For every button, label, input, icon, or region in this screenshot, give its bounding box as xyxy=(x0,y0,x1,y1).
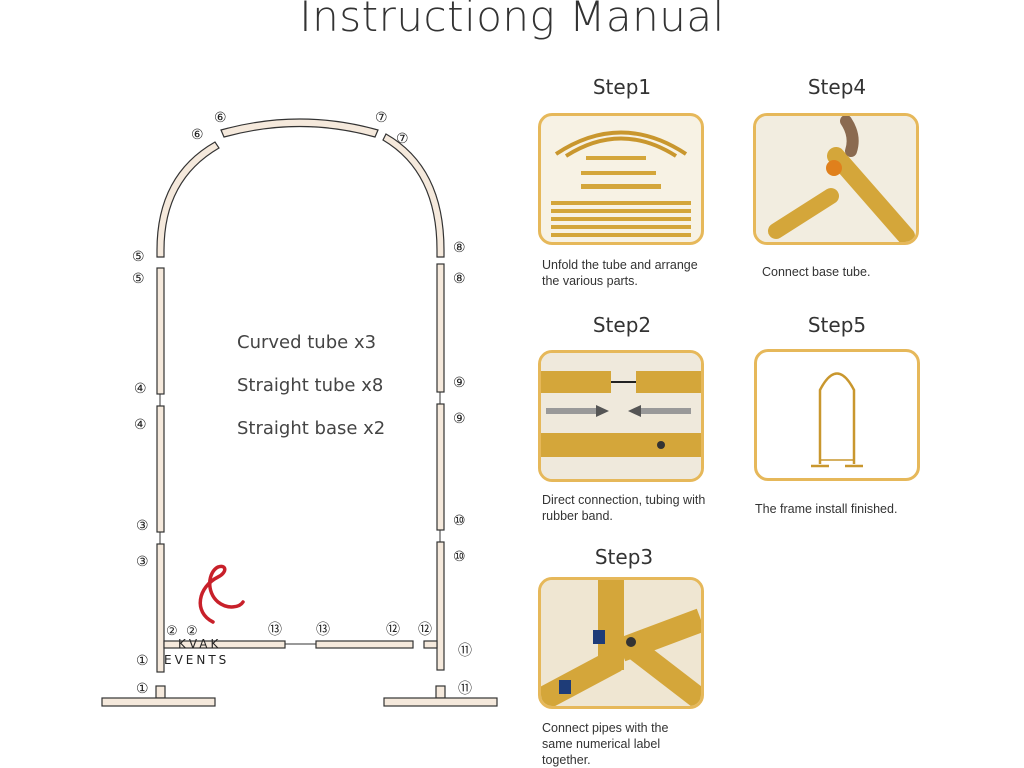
marker-9a: ⑨ xyxy=(453,374,466,390)
marker-1b: ① xyxy=(136,680,149,696)
marker-8b: ⑧ xyxy=(453,270,466,286)
step4-photo xyxy=(753,113,919,245)
straight-tube-l3 xyxy=(156,543,165,673)
curved-tube-right xyxy=(382,133,445,258)
tube-parts-icon xyxy=(551,130,691,237)
marker-6b: ⑥ xyxy=(214,109,227,125)
marker-3b: ③ xyxy=(136,553,149,569)
step2-label: Step2 xyxy=(592,313,652,337)
marker-10b: ⑩ xyxy=(453,548,466,564)
marker-11a: ⑪ xyxy=(458,642,472,658)
finished-arch-icon xyxy=(811,372,863,468)
marker-4a: ④ xyxy=(134,380,147,396)
step5-photo xyxy=(754,349,920,481)
step5-label: Step5 xyxy=(807,313,867,337)
marker-2b: ② xyxy=(186,623,198,638)
legend-curved: Curved tube x3 xyxy=(237,332,377,353)
base-left-stem xyxy=(155,685,166,699)
base-tube-connect-icon xyxy=(756,116,916,242)
legend-base: Straight base x2 xyxy=(237,418,386,439)
marker-7a: ⑦ xyxy=(375,109,388,125)
step3-label: Step3 xyxy=(594,545,654,569)
marker-2a: ② xyxy=(166,623,178,638)
curved-tube-left xyxy=(156,141,220,258)
step4-caption: Connect base tube. xyxy=(762,265,871,279)
marker-3a: ③ xyxy=(136,517,149,533)
straight-tube-l1 xyxy=(156,267,165,395)
marker-4b: ④ xyxy=(134,416,147,432)
marker-8a: ⑧ xyxy=(453,239,466,255)
marker-1a: ① xyxy=(136,652,149,668)
base-left xyxy=(101,697,216,707)
brand-logo-icon xyxy=(198,564,245,624)
marker-13a: ⑬ xyxy=(268,621,282,637)
step1-caption: Unfold the tube and arrange the various … xyxy=(542,258,698,288)
marker-7b: ⑦ xyxy=(396,130,409,146)
straight-tube-l2 xyxy=(156,405,165,533)
curved-tube-top xyxy=(220,118,379,138)
tube-join-icon xyxy=(541,353,701,479)
step5-caption: The frame install finished. xyxy=(755,502,898,516)
step2-caption: Direct connection, tubing with rubber ba… xyxy=(542,493,706,523)
numbered-joint-icon xyxy=(541,580,701,706)
legend-straight: Straight tube x8 xyxy=(237,375,384,396)
brand-line2: EVENTS xyxy=(164,653,230,667)
step3-caption: Connect pipes with the same numerical la… xyxy=(542,721,669,767)
straight-tube-r2 xyxy=(436,403,445,531)
step1-photo xyxy=(538,113,704,245)
bottom-tube-3 xyxy=(423,640,438,649)
marker-9b: ⑨ xyxy=(453,410,466,426)
step1-label: Step1 xyxy=(592,75,652,99)
base-right-stem xyxy=(435,685,446,699)
straight-tube-r1 xyxy=(436,263,445,393)
marker-5a: ⑤ xyxy=(132,248,145,264)
marker-13b: ⑬ xyxy=(316,621,330,637)
marker-12b: ⑫ xyxy=(418,621,432,637)
step4-label: Step4 xyxy=(807,75,867,99)
straight-tube-r3 xyxy=(436,541,445,671)
marker-11b: ⑪ xyxy=(458,680,472,696)
brand-line1: KVAK xyxy=(178,637,222,651)
base-right xyxy=(383,697,498,707)
marker-5b: ⑤ xyxy=(132,270,145,286)
marker-10a: ⑩ xyxy=(453,512,466,528)
step2-photo xyxy=(538,350,704,482)
bottom-tube-2 xyxy=(315,640,414,649)
page-title: Instructiong Manual xyxy=(299,0,725,41)
marker-12a: ⑫ xyxy=(386,621,400,637)
step3-photo xyxy=(538,577,704,709)
marker-6a: ⑥ xyxy=(191,126,204,142)
